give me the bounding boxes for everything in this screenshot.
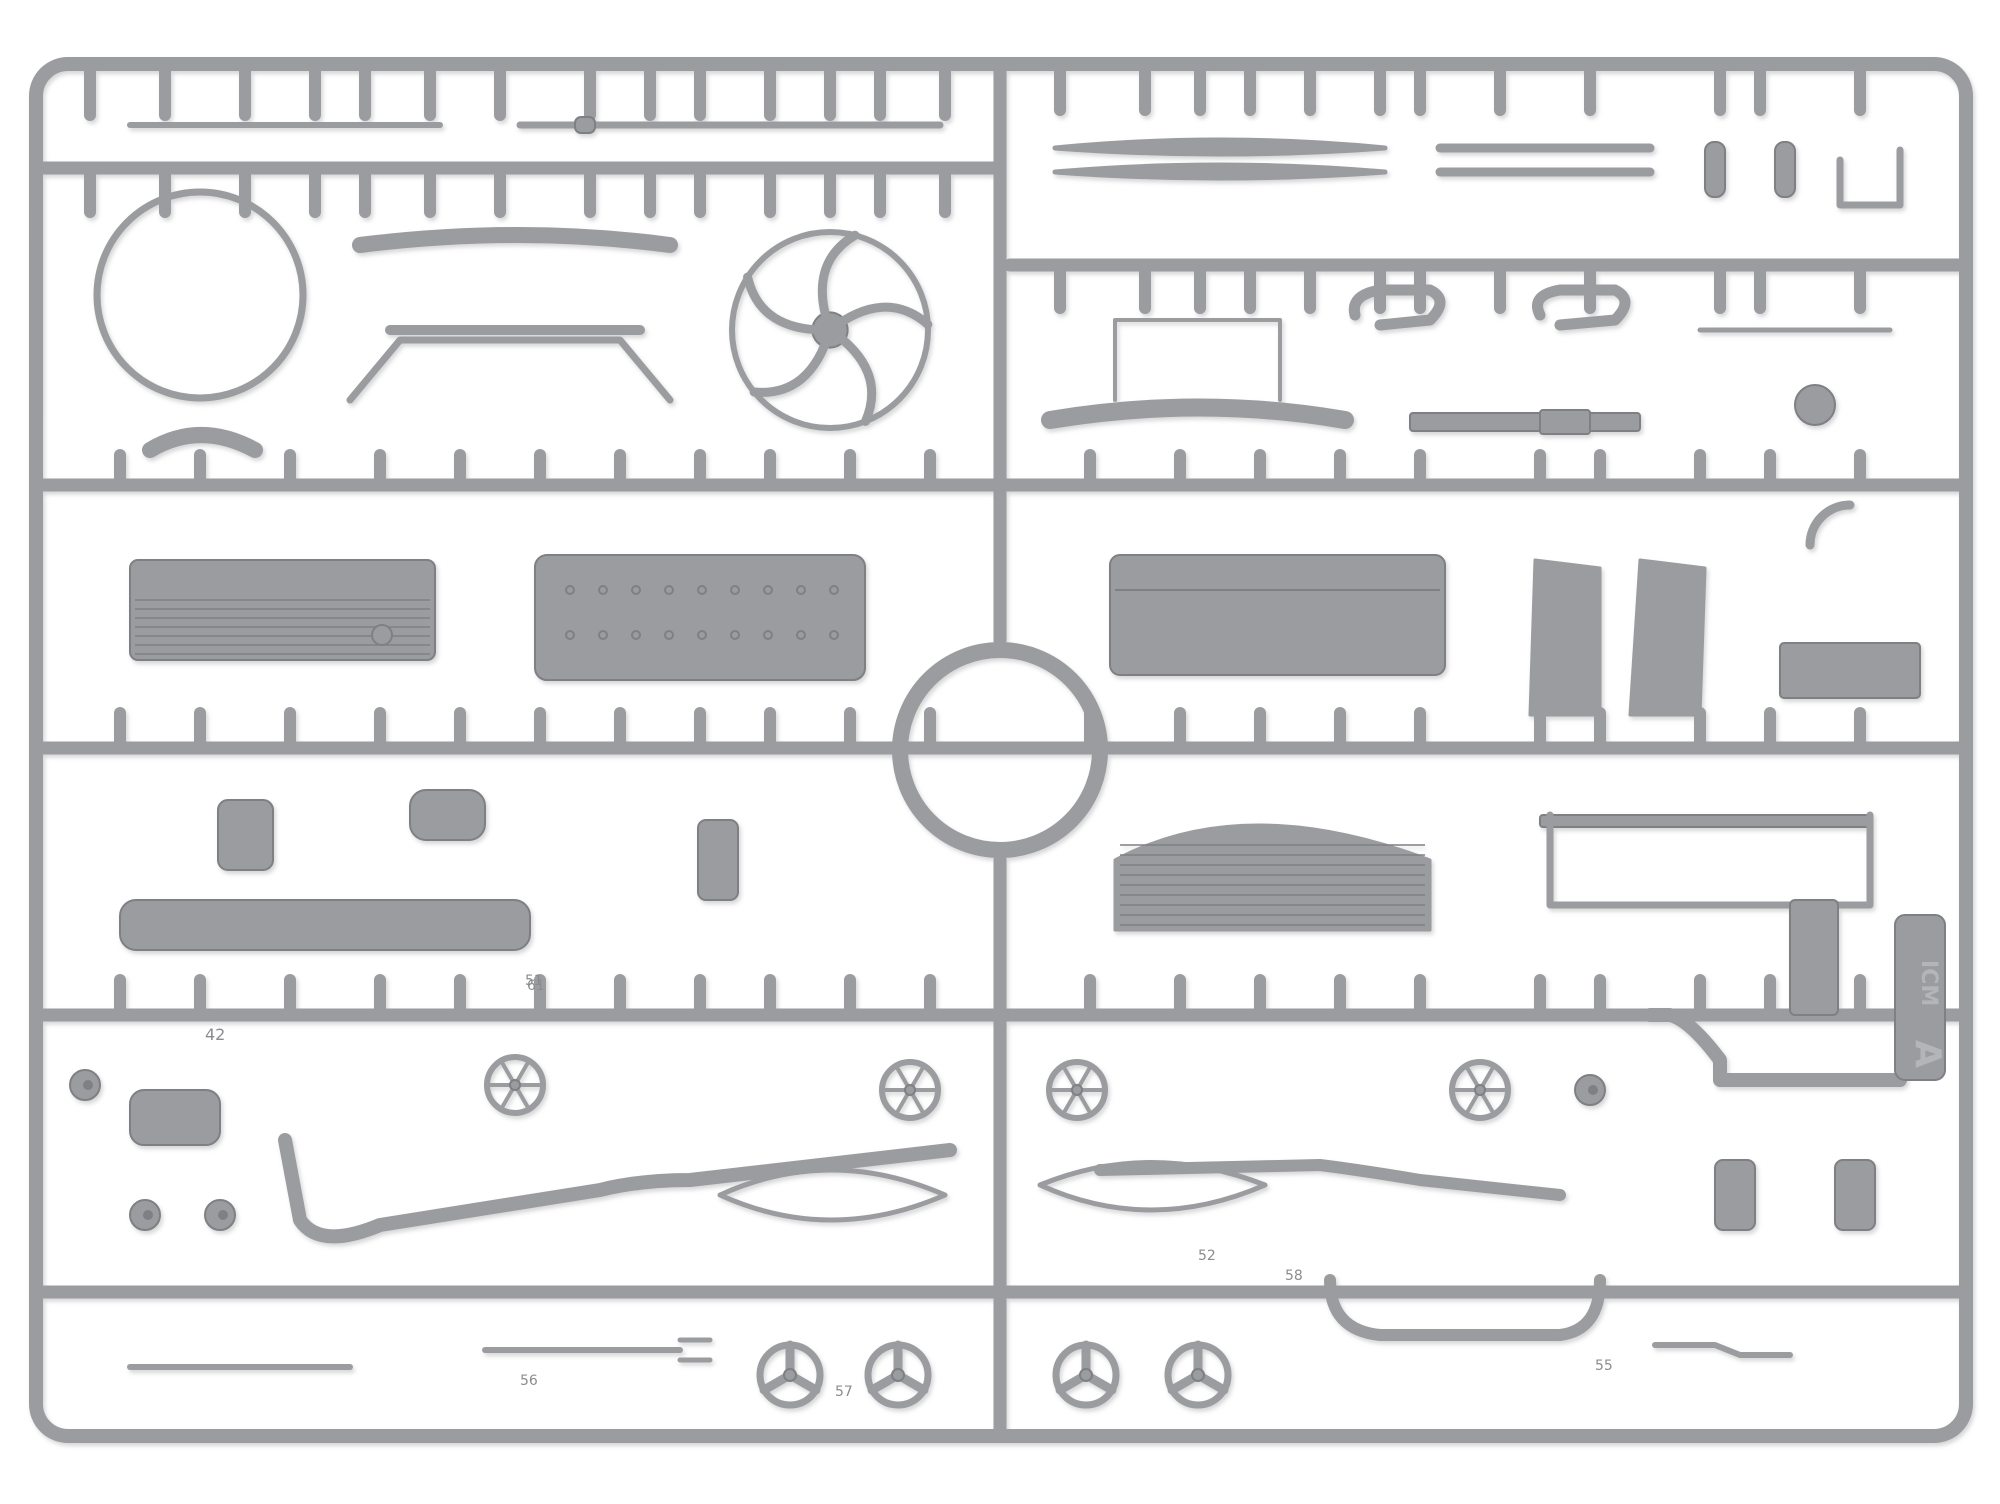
button-tuft bbox=[631, 585, 641, 595]
part-number-51: 51 bbox=[525, 973, 543, 989]
pressure-dome bbox=[1794, 384, 1836, 426]
part-number-52: 52 bbox=[1198, 1248, 1216, 1264]
gear-sector bbox=[1805, 500, 1855, 550]
frame-rail-top bbox=[1539, 814, 1871, 828]
button-tuft bbox=[598, 585, 608, 595]
rail-block bbox=[1539, 409, 1591, 435]
cap-disc-hole bbox=[218, 1210, 228, 1220]
button-tuft bbox=[796, 585, 806, 595]
flywheel-curved-spoke bbox=[743, 272, 835, 335]
small-cylinder-1 bbox=[1704, 141, 1726, 198]
flywheel-rim bbox=[729, 229, 931, 431]
exhaust-pipe-right bbox=[1094, 1159, 1566, 1201]
button-tuft bbox=[565, 585, 575, 595]
button-tuft bbox=[829, 630, 839, 640]
side-panel-2 bbox=[1628, 558, 1707, 717]
vertical-tank bbox=[217, 799, 274, 871]
chassis-rail-curve bbox=[1643, 1008, 1907, 1087]
button-tuft bbox=[763, 630, 773, 640]
button-tuft bbox=[730, 630, 740, 640]
small-drum bbox=[409, 789, 486, 841]
exhaust-pipe-left bbox=[278, 1133, 957, 1244]
ribbed-hood-panel bbox=[129, 559, 436, 661]
button-tuft bbox=[796, 630, 806, 640]
pump-body bbox=[697, 819, 739, 901]
handwheel-4-hub bbox=[1191, 1368, 1205, 1382]
part-number-55: 55 bbox=[1595, 1358, 1613, 1374]
button-tuft bbox=[631, 630, 641, 640]
handwheel-2-hub bbox=[891, 1368, 905, 1382]
cylinder-assembly bbox=[119, 899, 531, 951]
tray-part bbox=[1789, 899, 1839, 1016]
lower-cylinder-1 bbox=[1714, 1159, 1756, 1231]
logo-tab: ICM A bbox=[1894, 914, 1948, 1081]
flywheel-curved-spoke bbox=[749, 325, 835, 397]
side-panel-1 bbox=[1528, 558, 1602, 717]
curved-bracket bbox=[142, 427, 263, 458]
button-tuft bbox=[664, 630, 674, 640]
ribbed-radiator-grille bbox=[1113, 823, 1432, 932]
leaf-spring-2 bbox=[1052, 162, 1388, 181]
frame-rail-box bbox=[1546, 811, 1874, 909]
kit-letter: A bbox=[1907, 1040, 1948, 1068]
part-number-57: 57 bbox=[835, 1384, 853, 1400]
part-number-42: 42 bbox=[205, 1025, 225, 1044]
cap-disc-hole bbox=[1588, 1085, 1598, 1095]
curved-rail bbox=[1041, 398, 1354, 429]
spoked-wheel-1-hub bbox=[508, 1078, 522, 1092]
button-tuft bbox=[697, 630, 707, 640]
flywheel-curved-spoke bbox=[825, 325, 877, 426]
central-ring bbox=[892, 642, 1108, 858]
u-bracket bbox=[1836, 146, 1904, 209]
button-tuft bbox=[598, 630, 608, 640]
frame-part bbox=[1113, 318, 1282, 402]
cap-disc-hole bbox=[143, 1210, 153, 1220]
rod-collar bbox=[574, 116, 596, 134]
lower-cylinder-2 bbox=[1834, 1159, 1876, 1231]
rail-strip bbox=[1409, 412, 1641, 432]
button-tuft bbox=[664, 585, 674, 595]
fork-part bbox=[677, 1337, 713, 1363]
axle-bracket bbox=[346, 336, 674, 404]
lever-bottom bbox=[1652, 1342, 1793, 1358]
button-tuft bbox=[730, 585, 740, 595]
button-tuft bbox=[565, 630, 575, 640]
button-tuft bbox=[829, 585, 839, 595]
large-ring-part bbox=[93, 188, 307, 402]
tufted-seat-back bbox=[534, 554, 866, 681]
small-plate bbox=[1779, 642, 1921, 699]
spoked-wheel-2-hub bbox=[903, 1083, 917, 1097]
button-tuft bbox=[763, 585, 773, 595]
part-number-61: 61 bbox=[527, 978, 545, 994]
button-tuft bbox=[697, 585, 707, 595]
lower-drum bbox=[129, 1089, 221, 1146]
handwheel-1-hub bbox=[783, 1368, 797, 1382]
seat-panel bbox=[1109, 554, 1446, 676]
small-cylinder-2 bbox=[1774, 141, 1796, 198]
handwheel-3-hub bbox=[1079, 1368, 1093, 1382]
part-number-58: 58 bbox=[1285, 1268, 1303, 1284]
pipe-bend-1 bbox=[1348, 284, 1446, 331]
maker-logo: ICM bbox=[1916, 960, 1941, 1006]
leaf-spring-1 bbox=[1052, 137, 1388, 157]
curved-bar-part bbox=[352, 227, 678, 253]
u-pipe-bottom bbox=[1324, 1274, 1606, 1341]
spoked-wheel-4-hub bbox=[1473, 1083, 1487, 1097]
pipe-bend-2 bbox=[1532, 284, 1631, 331]
spoked-wheel-3-hub bbox=[1070, 1083, 1084, 1097]
part-number-56: 56 bbox=[520, 1373, 538, 1389]
cap-disc-hole bbox=[83, 1080, 93, 1090]
hood-cap bbox=[371, 624, 393, 646]
flywheel-curved-spoke bbox=[825, 302, 933, 335]
flywheel-curved-spoke bbox=[817, 230, 860, 335]
